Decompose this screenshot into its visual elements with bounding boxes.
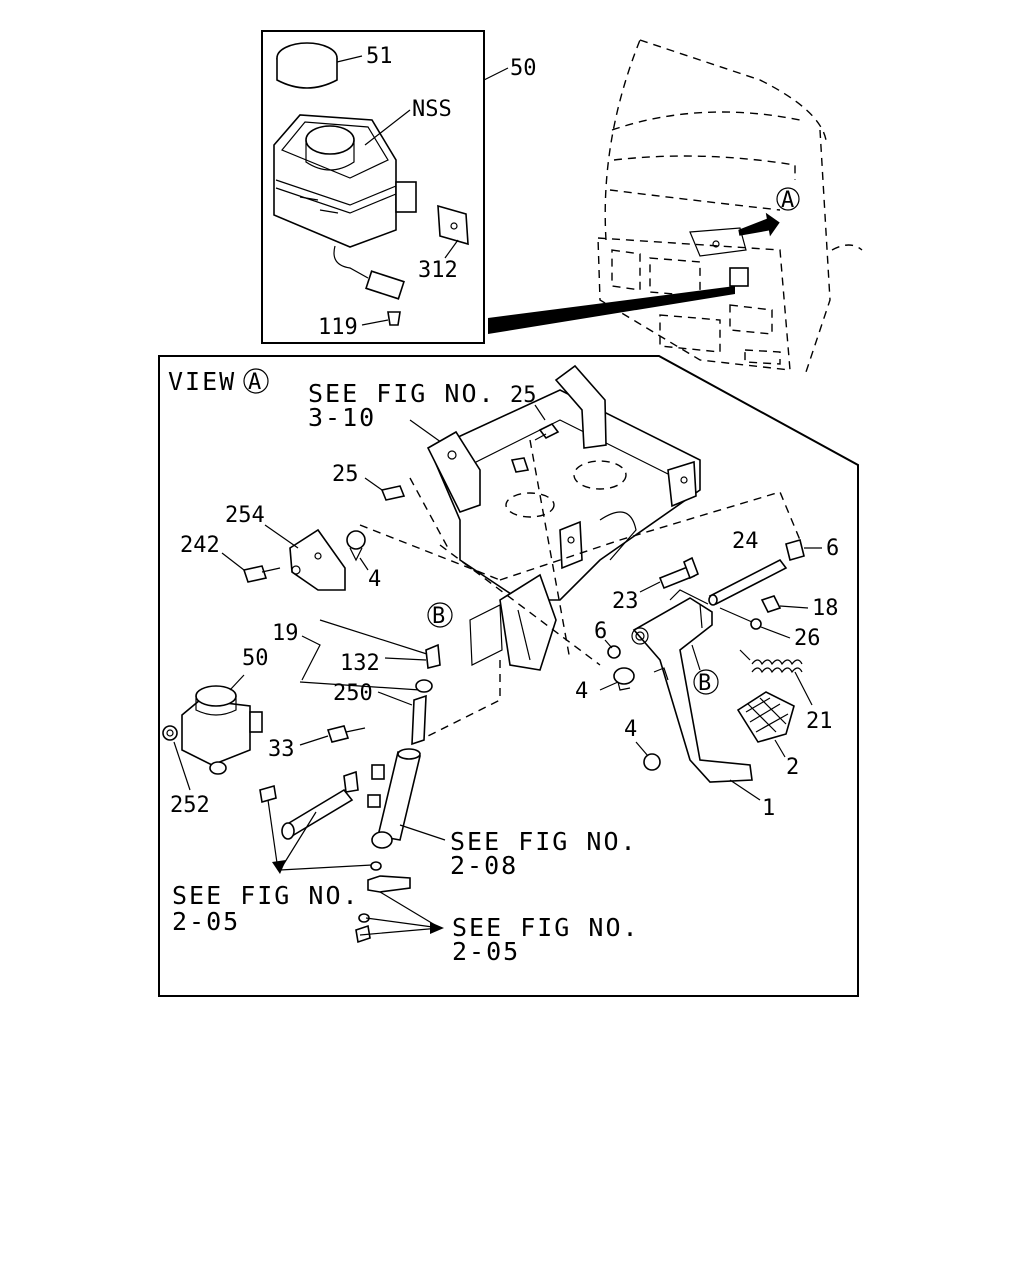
ref-fig-3-10-line1: SEE FIG NO. [308, 379, 496, 408]
circle-b-left [427, 602, 453, 628]
circle-a-view: A [248, 370, 261, 395]
callout-24: 24 [732, 529, 759, 554]
hose-fitting [259, 770, 359, 840]
clevis-132 [425, 643, 441, 669]
circle-b1: B [432, 604, 445, 629]
callout-26: 26 [794, 626, 821, 651]
clutch-pedal-arm [631, 589, 753, 783]
pedal-support-bracket [426, 364, 701, 671]
callout-21: 21 [806, 709, 833, 734]
callout-1: 1 [762, 796, 775, 821]
callout-6-right: 6 [826, 536, 839, 561]
stopper-4-left [346, 530, 366, 562]
stopper-4-mid [613, 667, 635, 691]
ref-fig-2-05-right-line1: SEE FIG NO. [452, 913, 640, 942]
callout-6-left: 6 [594, 619, 607, 644]
nut-upper [510, 457, 530, 473]
callout-18: 18 [812, 596, 839, 621]
callout-312: 312 [418, 258, 458, 283]
callout-4-lower: 4 [624, 717, 637, 742]
callout-25-left: 25 [332, 462, 359, 487]
circle-b-right [693, 669, 719, 695]
pedal-pad-2 [736, 691, 795, 743]
callout-119: 119 [318, 315, 358, 340]
ref-fig-3-10-line2: 3-10 [308, 403, 376, 432]
callout-33: 33 [268, 737, 295, 762]
ref-fig-2-05-left-line1: SEE FIG NO. [172, 881, 360, 910]
view-label: VIEW [168, 367, 236, 396]
bolt-33 [326, 725, 366, 743]
nut-18 [760, 595, 782, 613]
pivot-pin-24 [708, 558, 788, 606]
callout-51: 51 [366, 44, 393, 69]
ref-fig-2-08-line1: SEE FIG NO. [450, 827, 638, 856]
circle-b2: B [698, 671, 711, 696]
bolt-242 [242, 565, 281, 583]
ref-fig-2-05-right-line2: 2-05 [452, 937, 520, 966]
reservoir-view [181, 685, 263, 775]
view-a-circle [243, 368, 269, 394]
callout-50-top: 50 [510, 56, 537, 81]
callout-23: 23 [612, 589, 639, 614]
nut-250 [411, 679, 433, 746]
bracket-254 [289, 528, 346, 591]
bolt-25-left [380, 485, 406, 501]
callout-254: 254 [225, 503, 265, 528]
ref-fig-2-05-left-line2: 2-05 [172, 907, 240, 936]
washer-26 [750, 618, 762, 630]
circle-a-top: A [781, 188, 794, 213]
stopper-4-lower [643, 753, 661, 771]
callout-nss: NSS [412, 97, 452, 122]
callout-25-upper: 25 [510, 383, 537, 408]
callout-19: 19 [272, 621, 299, 646]
clevis-pin-lower [355, 861, 411, 944]
bolt-6-right [785, 539, 805, 561]
truck-cab-front [597, 39, 863, 376]
reservoir-tank [273, 114, 417, 300]
circle-a-marker [776, 187, 800, 211]
inset-leader-band [488, 286, 735, 334]
callout-250: 250 [333, 681, 373, 706]
callout-50-view: 50 [242, 646, 269, 671]
callout-242: 242 [180, 533, 220, 558]
view-a-arrow [738, 212, 780, 237]
view-a-frame [158, 355, 859, 997]
bracket-312 [437, 204, 469, 246]
ref-fig-2-08-line2: 2-08 [450, 851, 518, 880]
master-cylinder [367, 748, 421, 849]
callout-4-mid: 4 [575, 679, 588, 704]
callout-2: 2 [786, 755, 799, 780]
return-spring-21 [739, 649, 803, 674]
clip-119 [387, 311, 401, 326]
callout-132: 132 [340, 651, 380, 676]
bolt-25-upper [534, 422, 560, 441]
washer-252 [162, 725, 178, 741]
callout-252: 252 [170, 793, 210, 818]
bolt-23 [658, 556, 700, 590]
bolt-6-left [607, 645, 621, 659]
reservoir-cap [276, 42, 338, 89]
reservoir-inset: 51 NSS 312 119 [261, 30, 537, 344]
inset-frame [261, 30, 485, 344]
callout-4-left: 4 [368, 567, 381, 592]
